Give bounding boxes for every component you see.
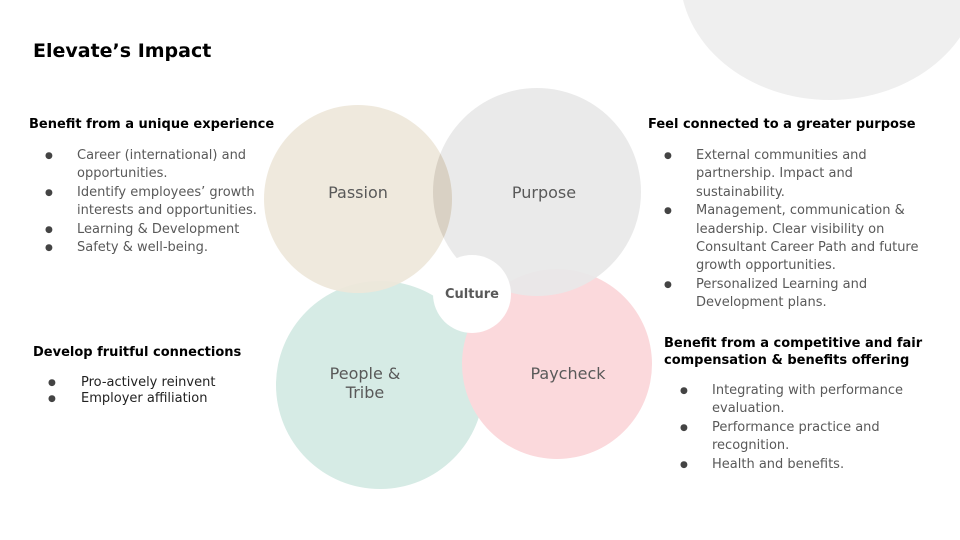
unique-experience-heading: Benefit from a unique experience — [29, 117, 275, 132]
list-item: Career (international) and opportunities… — [45, 147, 275, 184]
compensation-list: Integrating with performance evaluation.… — [680, 382, 920, 474]
compensation-heading-line1: Benefit from a competitive and fair — [664, 336, 923, 351]
purpose-label: Purpose — [511, 183, 577, 202]
list-item: Learning & Development — [45, 221, 275, 240]
connections-list: Pro-actively reinvent Employer affiliati… — [48, 375, 268, 407]
paycheck-label: Paycheck — [530, 364, 606, 383]
page-title: Elevate’s Impact — [33, 40, 212, 62]
list-item: Pro-actively reinvent — [48, 375, 268, 391]
list-item: Identify employees’ growth interests and… — [45, 184, 275, 221]
purpose-heading: Feel connected to a greater purpose — [648, 117, 916, 132]
connections-heading: Develop fruitful connections — [33, 345, 242, 360]
list-item: External communities and partnership. Im… — [664, 147, 932, 202]
list-item: Integrating with performance evaluation. — [680, 382, 920, 419]
list-item: Employer affiliation — [48, 391, 268, 407]
list-item: Health and benefits. — [680, 456, 920, 475]
purpose-circle — [433, 88, 641, 296]
list-item: Management, communication & leadership. … — [664, 202, 932, 276]
list-item: Safety & well-being. — [45, 239, 275, 258]
purpose-list: External communities and partnership. Im… — [664, 147, 932, 313]
unique-experience-list: Career (international) and opportunities… — [45, 147, 275, 258]
paycheck-circle — [462, 269, 652, 459]
list-item: Performance practice and recognition. — [680, 419, 920, 456]
compensation-heading: Benefit from a competitive and fair comp… — [664, 335, 922, 369]
people-label-line2: Tribe — [345, 383, 385, 402]
people-tribe-label: People & Tribe — [318, 364, 412, 402]
compensation-heading-line2: compensation & benefits offering — [664, 353, 910, 368]
people-circle — [276, 281, 484, 489]
list-item: Personalized Learning and Development pl… — [664, 276, 932, 313]
passion-label: Passion — [328, 183, 388, 202]
culture-circle: Culture — [433, 255, 511, 333]
passion-circle — [264, 105, 452, 293]
people-label-line1: People & — [329, 364, 401, 383]
